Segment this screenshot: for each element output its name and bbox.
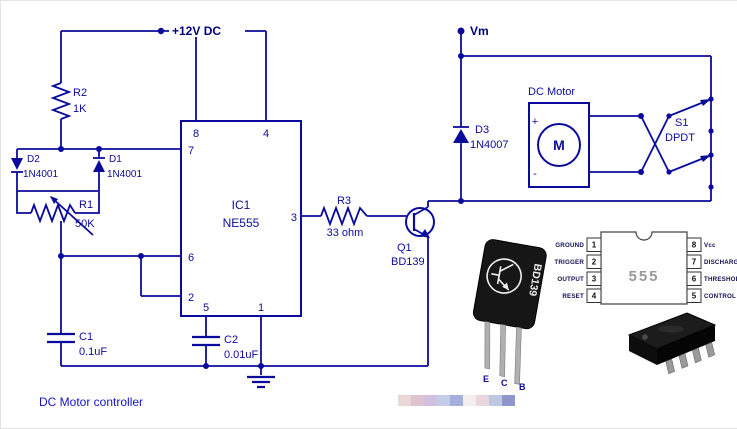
c2-ref: C2 — [224, 334, 238, 346]
d2-ref: D2 — [27, 154, 40, 165]
potentiometer-r1: R1 50K — [16, 191, 100, 256]
color-strip-swatch — [489, 395, 502, 406]
pinout-left-num-1: 1 — [592, 241, 597, 250]
resistor-r2: R2 1K — [50, 31, 87, 149]
r2-value: 1K — [73, 103, 87, 115]
d2-value: 1N4001 — [23, 169, 58, 180]
d3-ref: D3 — [475, 124, 489, 136]
ic1-value: NE555 — [223, 216, 260, 230]
pinout-left-name-1: GROUND — [555, 242, 584, 249]
r3-value: 33 ohm — [327, 227, 364, 239]
pinout-left-name-4: RESET — [562, 293, 584, 300]
color-strip-swatch — [411, 395, 424, 406]
d1-ref: D1 — [109, 154, 122, 165]
ic-pin5: 5 — [203, 302, 209, 314]
color-strip-swatch — [437, 395, 450, 406]
pinout-left-num-2: 2 — [592, 258, 597, 267]
s1-ref: S1 — [675, 117, 688, 129]
color-strip-swatch — [450, 395, 463, 406]
d3-value: 1N4007 — [470, 139, 509, 151]
r3-ref: R3 — [337, 195, 351, 207]
pinout-right-name-6: THRESHOLD — [704, 276, 737, 283]
power-rail: +12V DC — [61, 21, 267, 121]
lead-label-b: B — [519, 382, 526, 392]
pinout-left-name-2: TRIGGER — [554, 259, 584, 266]
pinout-left-num-3: 3 — [592, 275, 597, 284]
color-strip-swatch — [398, 395, 411, 406]
pinout-right-num-7: 7 — [692, 258, 697, 267]
bd139-package-photo: BD139 E C B — [472, 239, 547, 392]
dc-motor: DC Motor M + - — [528, 86, 641, 188]
color-strip-swatch — [463, 395, 476, 406]
ne555-pinout-diagram: 555 1 GROUND 2 TRIGGER 3 OUTPUT 4 RESET … — [554, 231, 737, 305]
pinout-right-num-5: 5 — [692, 292, 697, 301]
color-calibration-strip — [398, 395, 515, 406]
page-title: DC Motor controller — [39, 395, 143, 409]
color-strip-swatch — [502, 395, 515, 406]
s1-value: DPDT — [665, 132, 695, 144]
ic1-ref: IC1 — [232, 198, 251, 212]
ic-pin3: 3 — [291, 212, 297, 224]
supply-label: +12V DC — [172, 24, 221, 38]
color-strip-swatch — [424, 395, 437, 406]
ground-rail — [61, 363, 428, 389]
c1-ref: C1 — [79, 331, 93, 343]
ic-pin1: 1 — [258, 302, 264, 314]
ic-pin7: 7 — [188, 145, 194, 157]
r1-ref: R1 — [79, 199, 93, 211]
ic-pin6: 6 — [188, 252, 194, 264]
pinout-right-name-7: DISCHARGE — [704, 259, 737, 266]
pinout-chip-label: 555 — [628, 268, 659, 285]
pinout-right-name-8: Vcc — [704, 242, 716, 249]
pinout-right-name-5: CONTROL — [704, 293, 736, 300]
pinout-left-num-4: 4 — [592, 292, 597, 301]
vm-label: Vm — [470, 24, 489, 38]
bd139-marking: BD139 — [526, 263, 544, 297]
color-strip-swatch — [476, 395, 489, 406]
c1-value: 0.1uF — [79, 346, 107, 358]
ic1-ne555: 8 4 7 6 2 3 5 1 IC1 NE555 — [180, 120, 302, 366]
d1-value: 1N4001 — [107, 169, 142, 180]
lead-label-e: E — [483, 374, 489, 384]
ic-pin2: 2 — [188, 292, 194, 304]
pinout-right-num-8: 8 — [692, 241, 697, 250]
r2-ref: R2 — [73, 87, 87, 99]
lead-label-c: C — [501, 378, 508, 388]
resistor-r3: R3 33 ohm — [301, 195, 414, 239]
capacitor-c2: C2 0.01uF — [192, 334, 259, 366]
switch-s1-dpdt: S1 DPDT — [638, 96, 714, 190]
motor-symbol: M — [553, 137, 565, 153]
motor-minus: - — [533, 168, 537, 180]
pinout-left-name-3: OUTPUT — [557, 276, 584, 283]
ic-pin8: 8 — [193, 128, 199, 140]
r1-value: 50K — [75, 218, 95, 230]
ic-pin4: 4 — [263, 128, 269, 140]
motor-label: DC Motor — [528, 86, 575, 98]
q1-value: BD139 — [391, 256, 425, 268]
capacitor-c1: C1 0.1uF — [47, 256, 107, 366]
transistor-q1: Q1 BD139 — [391, 201, 435, 366]
pinout-right-num-6: 6 — [692, 275, 697, 284]
c2-value: 0.01uF — [224, 349, 259, 361]
trigger-threshold-wiring — [58, 253, 181, 297]
motor-plus: + — [532, 116, 538, 128]
dip8-555-photo — [627, 312, 717, 375]
diode-network: D2 1N4001 D1 1N4001 — [11, 146, 181, 192]
q1-ref: Q1 — [397, 242, 412, 254]
